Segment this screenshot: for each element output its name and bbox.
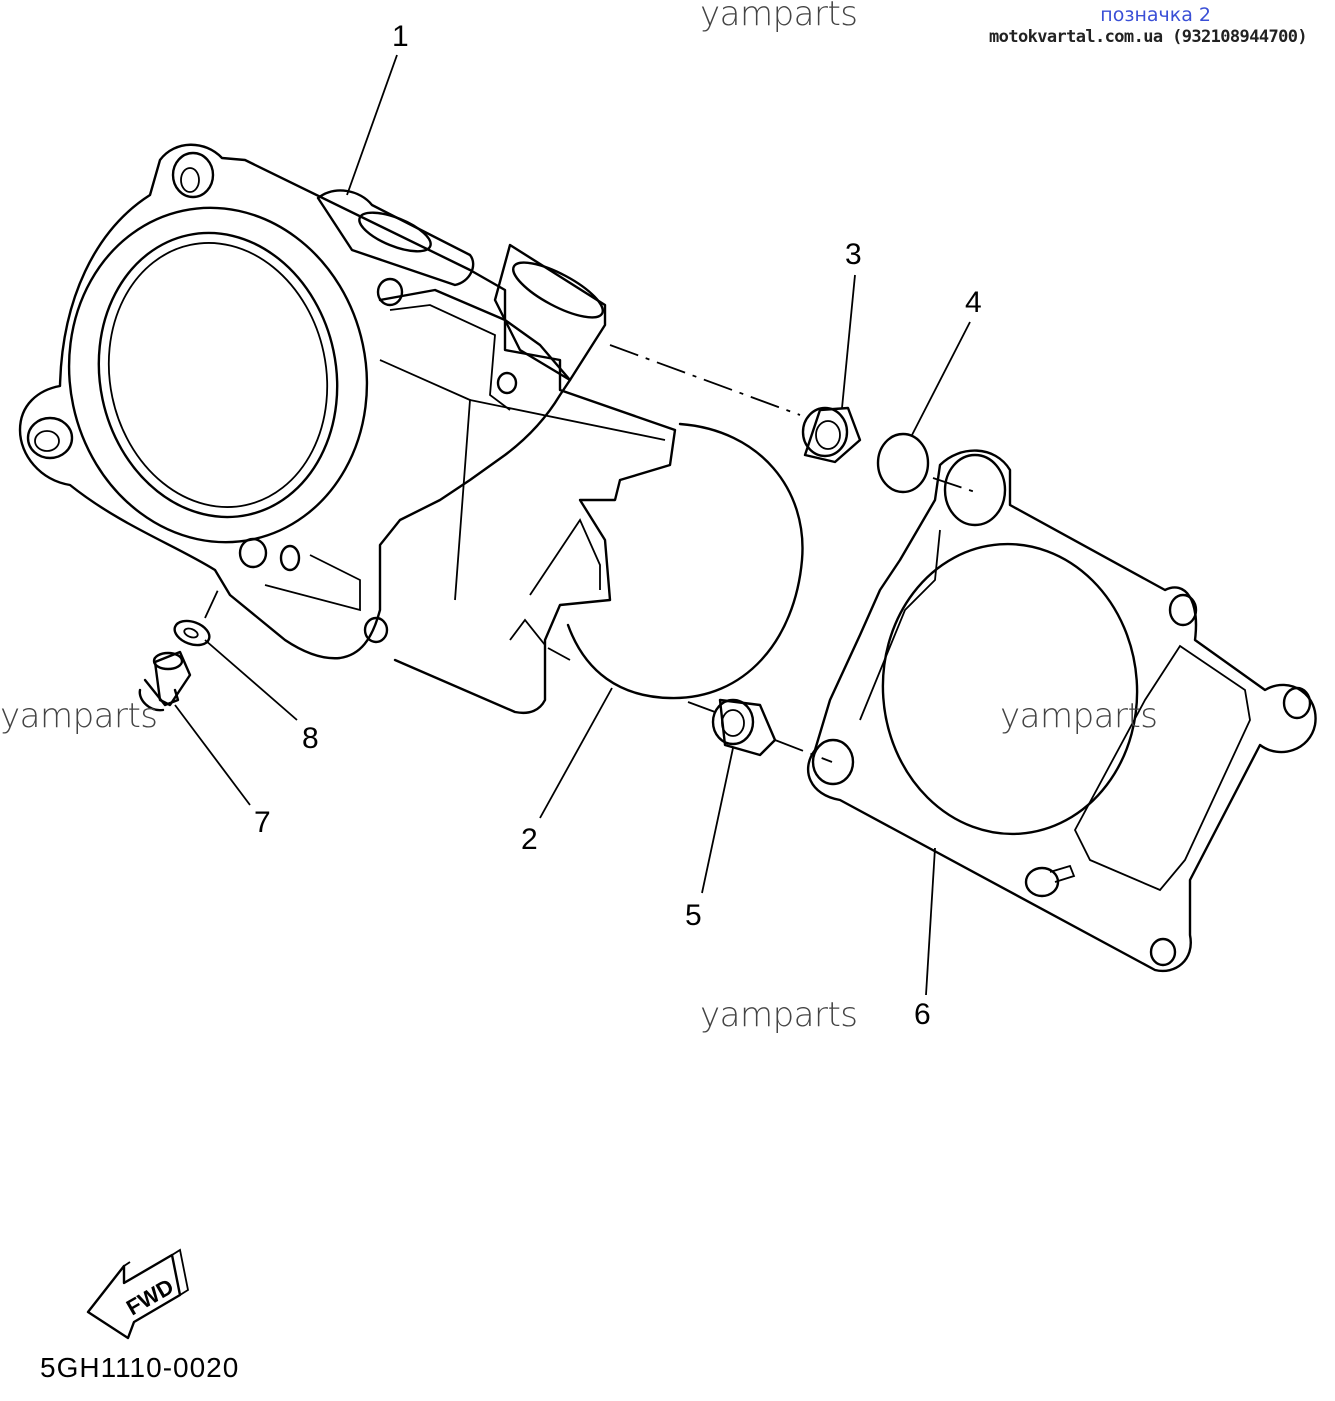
- watermarks: yamparts yamparts yamparts yamparts: [0, 0, 1158, 1035]
- callout-numbers: 1 2 3 4 5 6 7 8: [254, 20, 982, 1031]
- callout-2: 2: [521, 823, 538, 856]
- washer: [173, 619, 211, 647]
- watermark-left: yamparts: [0, 696, 158, 736]
- callout-8: 8: [302, 722, 319, 755]
- bolt: [138, 650, 192, 712]
- callout-5: 5: [685, 899, 702, 932]
- callout-3: 3: [845, 238, 862, 271]
- diagram-reference: 5GH1110-0020: [40, 1352, 239, 1383]
- dowel-pin-upper: [801, 406, 862, 464]
- callout-4: 4: [965, 286, 982, 319]
- header-shop-info: motokvartal.com.ua (932108944700): [989, 27, 1308, 47]
- callout-6: 6: [914, 998, 931, 1031]
- callout-7: 7: [254, 806, 271, 839]
- fwd-arrow-icon: FWD: [86, 1248, 190, 1340]
- o-ring: [876, 432, 930, 494]
- dowel-pin-lower: [711, 698, 777, 757]
- cylinder-gasket: [806, 449, 1317, 973]
- cylinder-body: [18, 143, 677, 714]
- header-label: позначка 2: [1100, 4, 1211, 26]
- watermark-top: yamparts: [700, 0, 858, 34]
- base-gasket-ring: [566, 422, 804, 700]
- watermark-right: yamparts: [1000, 696, 1158, 736]
- leader-lines: [174, 54, 976, 996]
- watermark-bottom: yamparts: [700, 995, 858, 1035]
- callout-1: 1: [392, 20, 409, 53]
